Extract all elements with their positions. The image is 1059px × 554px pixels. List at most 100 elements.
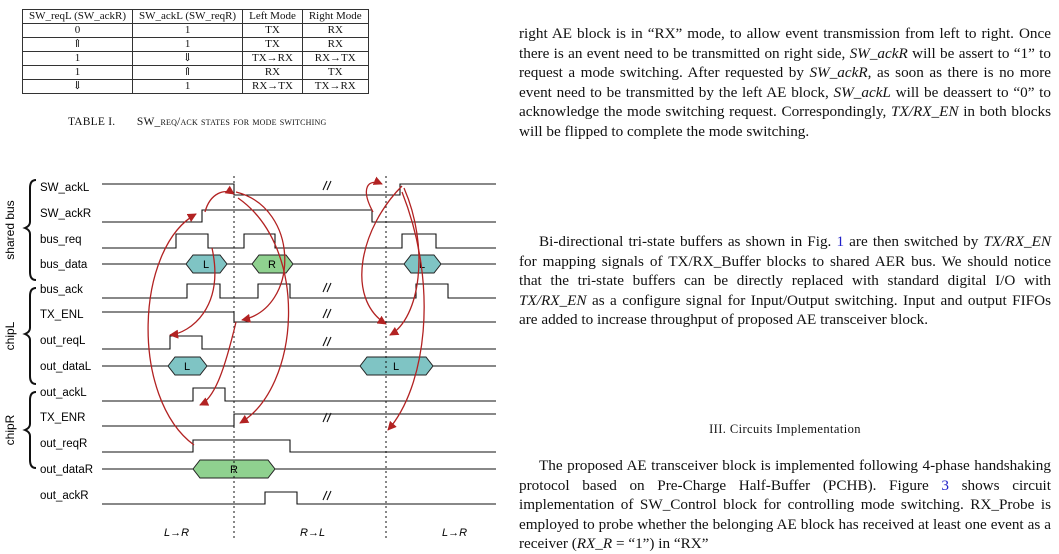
signal-label-sw-ackR: SW_ackR — [40, 208, 91, 220]
waveform-tx-enR — [102, 413, 496, 427]
table-header: Left Mode — [242, 9, 303, 24]
table-row: 0 1 TX RX — [21, 23, 369, 38]
signal-label-tx-enR: TX_ENR — [40, 412, 85, 424]
table-cell: 1 — [132, 23, 244, 38]
data-token-label: L — [203, 259, 209, 271]
table-cell: RX — [242, 65, 303, 80]
table-cell: RX — [301, 37, 369, 52]
signal-label-out-dataL: out_dataL — [40, 361, 92, 373]
table-cell: 0 — [21, 23, 134, 38]
text-run: The proposed AE transceiver block is imp… — [519, 457, 1051, 494]
data-token-label: L — [393, 361, 399, 373]
text-run: right AE block is in “RX” mode, to allow… — [519, 25, 1051, 62]
text-run: as a configure signal for Input/Output s… — [519, 291, 1051, 329]
table-cell: RX→TX — [242, 79, 303, 94]
section-heading: III. Circuits Implementation — [709, 422, 861, 436]
causality-arrow — [204, 185, 235, 213]
table-cell: 1 — [21, 51, 134, 66]
table-header: Right Mode — [301, 9, 369, 24]
text-run: will be assert to “1” to request a mode … — [519, 44, 1051, 82]
waveform-bus-req — [102, 233, 496, 249]
causality-arrow — [169, 247, 216, 339]
direction-label: L→R — [442, 527, 467, 539]
table-cell: 1 — [21, 65, 134, 80]
table-cell: 1 — [132, 79, 244, 94]
text-run: = “1”) in “RX” — [612, 535, 709, 553]
group-label-shared-bus: shared bus — [3, 200, 17, 259]
group-label-chipR: chipR — [3, 414, 17, 445]
table-cell: RX→TX — [301, 51, 369, 66]
waveform-sw-ackR — [102, 209, 496, 223]
table-caption: TABLE I. SW_req/ack states for mode swit… — [68, 116, 326, 128]
math-inline: SW_ackR — [849, 44, 908, 62]
group-label-chipL: chipL — [3, 321, 17, 350]
causality-arrow — [199, 321, 237, 406]
waveform-sw-ackL — [102, 183, 496, 196]
signal-label-out-ackL: out_ackL — [40, 387, 87, 399]
table-cell: ⇑ — [132, 65, 244, 80]
group-brace-shared-bus: shared bus — [3, 179, 37, 281]
paragraph-circuits: The proposed AE transceiver block is imp… — [519, 456, 1051, 554]
table-row: 1 ⇓ TX→RX RX→TX — [21, 51, 369, 66]
signal-label-out-dataR: out_dataR — [40, 464, 93, 476]
causality-arrow — [389, 187, 420, 336]
timing-diagram: shared bus chipL chipR SW_ackL SW_ackR b… — [3, 176, 496, 539]
figure-ref-link[interactable]: 1 — [836, 233, 845, 250]
table-row: ⇑ 1 TX RX — [21, 37, 369, 52]
figure-ref-link[interactable]: 3 — [941, 476, 949, 494]
signal-label-bus-data: bus_data — [40, 259, 88, 271]
math-inline: SW_ackR — [809, 64, 868, 82]
table-cell: TX→RX — [242, 51, 303, 66]
table-cell: ⇓ — [21, 79, 134, 94]
data-token-bus-L1: L — [185, 254, 228, 274]
table-row: ⇓ 1 RX→TX TX→RX — [21, 79, 369, 94]
table-header-row: SW_reqL (SW_ackR) SW_ackL (SW_reqR) Left… — [21, 9, 369, 24]
paragraph-mode-switching: right AE block is in “RX” mode, to allow… — [519, 24, 1051, 142]
causality-arrow — [147, 213, 197, 446]
data-token-bus-R: R — [251, 254, 294, 274]
table-cell: ⇑ — [21, 37, 134, 52]
states-table: SW_reqL (SW_ackR) SW_ackL (SW_reqR) Left… — [21, 9, 369, 94]
data-token-out-R: R — [192, 459, 276, 479]
text-run: in both blocks will be flipped to comple… — [519, 103, 1051, 140]
table-header: SW_reqL (SW_ackR) — [21, 9, 134, 24]
table-row: 1 ⇑ RX TX — [21, 65, 369, 80]
text-run: , as soon as there is no more event need… — [519, 64, 1051, 101]
signal-label-tx-enL: TX_ENL — [40, 309, 84, 321]
signal-label-sw-ackL: SW_ackL — [40, 182, 90, 194]
direction-label: R→L — [300, 527, 325, 539]
math-inline: TX/RX_EN — [891, 103, 959, 121]
text-run: are then switched by — [844, 233, 984, 250]
waveform-out-ackR — [102, 491, 496, 505]
text-run: shows circuit implementation of SW_Contr… — [519, 476, 1051, 553]
table-cell: TX→RX — [301, 79, 369, 94]
causality-arrow — [235, 191, 286, 323]
text-run: Bi-directional tri-state buffers as show… — [539, 233, 837, 250]
math-inline: TX/RX_EN — [983, 233, 1051, 250]
group-brace-chipR: chipR — [3, 391, 37, 469]
math-inline: SW_ackL — [833, 83, 891, 101]
data-token-label: L — [184, 361, 190, 373]
text-run: for mapping signals of TX/RX_Buffer bloc… — [519, 252, 1051, 290]
waveform-out-ackL — [102, 387, 496, 402]
data-token-out-L2: L — [359, 356, 434, 376]
time-break-marks — [322, 180, 332, 501]
table-cell: RX — [301, 23, 369, 38]
causality-arrow — [365, 176, 383, 213]
direction-labels: L→R R→L L→R — [164, 527, 467, 539]
table-cell: ⇓ — [132, 51, 244, 66]
causality-arrow — [237, 197, 290, 424]
waveform-out-reqR — [102, 439, 496, 453]
table-cell: TX — [242, 37, 303, 52]
data-token-label: R — [268, 259, 276, 271]
table-cell: 1 — [132, 37, 244, 52]
group-brace-chipL: chipL — [3, 287, 37, 385]
paragraph-tristate-buffers: Bi-directional tri-state buffers as show… — [519, 232, 1051, 330]
causality-arrows — [147, 176, 425, 446]
data-token-out-L1: L — [167, 356, 208, 376]
waveform-tx-enL — [102, 311, 496, 323]
text-run: will be deassert to “0” to acknowledge t… — [519, 83, 1051, 121]
direction-label: L→R — [164, 527, 189, 539]
table-header: SW_ackL (SW_reqR) — [132, 9, 244, 24]
table-caption-text: SW_req/ack states for mode switching — [136, 116, 327, 128]
